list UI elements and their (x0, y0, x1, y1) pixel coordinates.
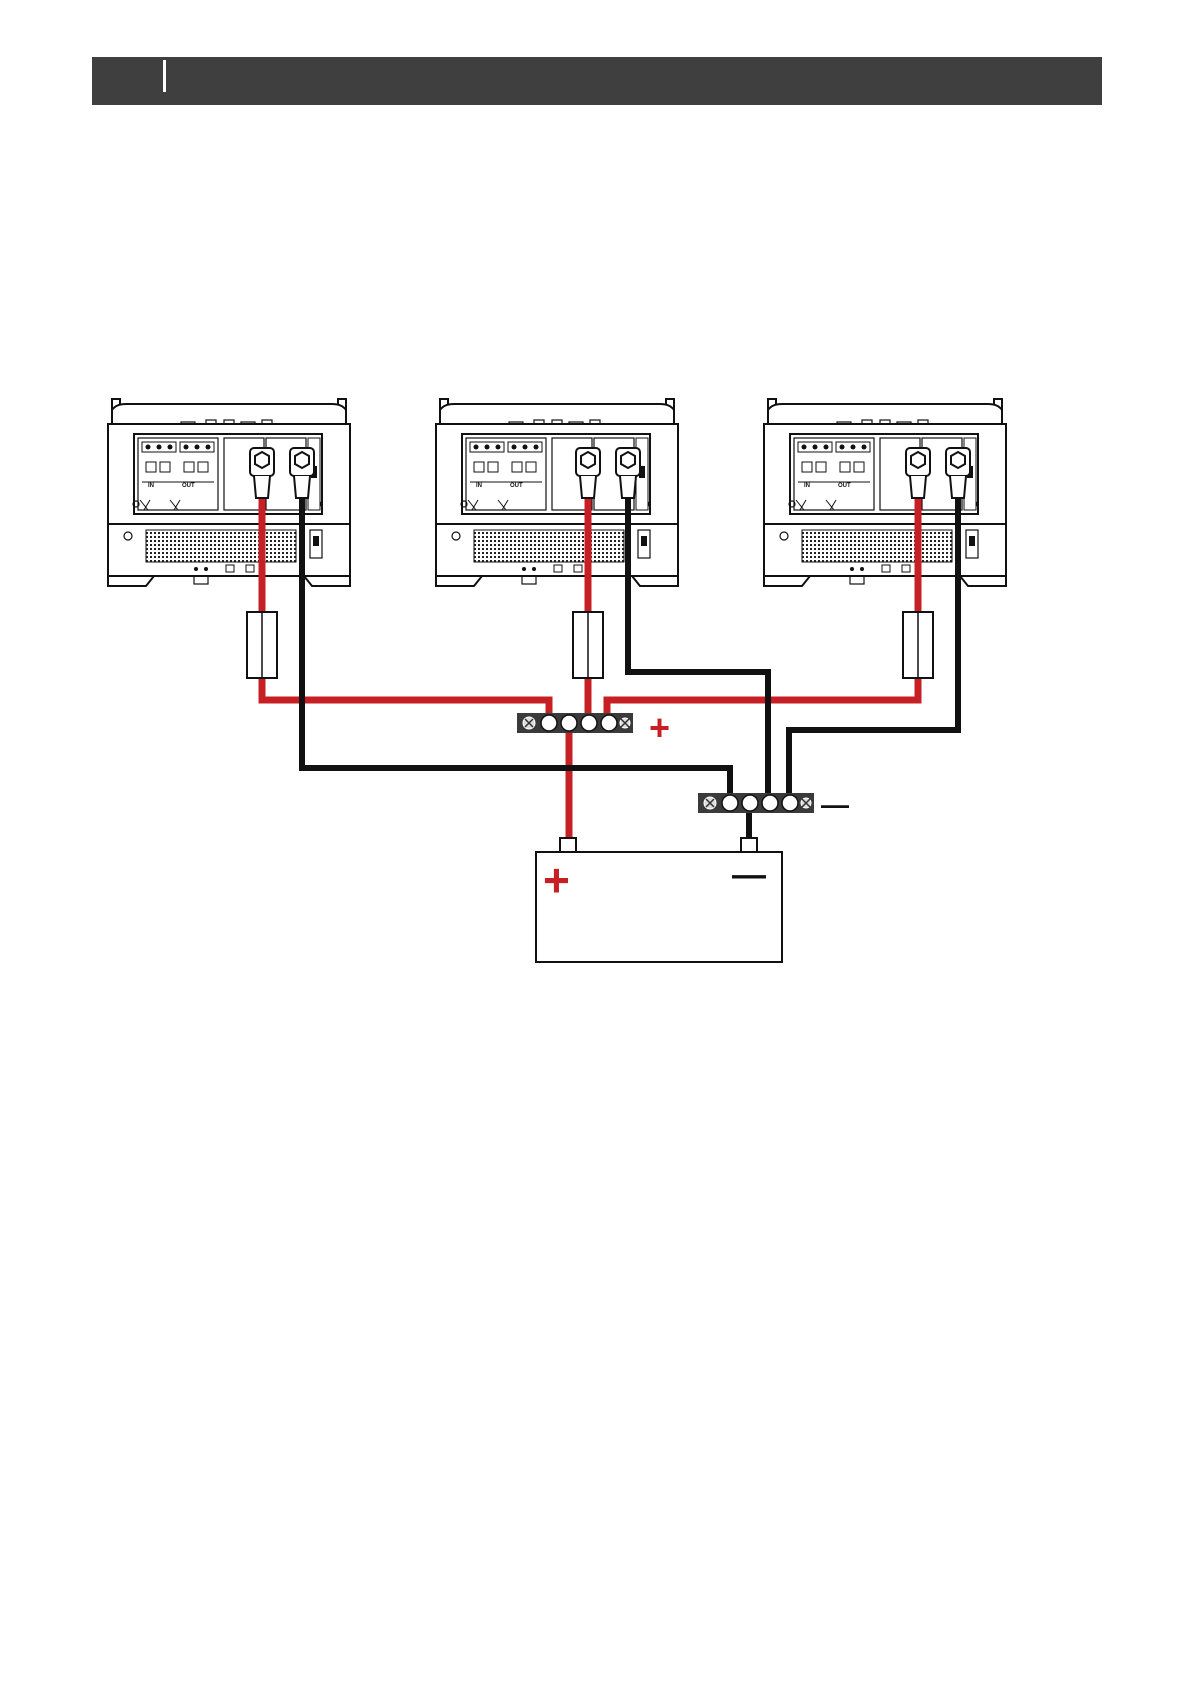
battery: + — (536, 838, 782, 962)
unit-1-in-label: IN (148, 483, 154, 489)
fuse-unit-2 (573, 612, 603, 678)
negative-busbar-symbol: — (821, 789, 849, 820)
positive-busbar-symbol: + (649, 707, 670, 748)
header-title-box (166, 57, 1102, 105)
fuse-unit-3 (903, 612, 933, 678)
unit-3-out-label: OUT (838, 483, 851, 489)
parallel-wiring-diagram: IN OUT IN OUT IN OUT + (96, 398, 1014, 970)
battery-positive-symbol: + (543, 854, 570, 906)
header-section-box (92, 57, 163, 105)
inverter-unit-1: IN OUT (108, 399, 350, 586)
fuse-unit-1 (247, 612, 277, 678)
battery-negative-symbol: — (732, 856, 766, 894)
unit-3-in-label: IN (804, 483, 810, 489)
unit-2-out-label: OUT (510, 483, 523, 489)
positive-busbar: + (517, 707, 670, 748)
page-header-bar (92, 57, 1102, 105)
unit-1-out-label: OUT (182, 483, 195, 489)
unit-2-in-label: IN (476, 483, 482, 489)
negative-busbar: — (698, 789, 849, 820)
inverter-unit-2: IN OUT (436, 399, 678, 586)
inverter-unit-3: IN OUT (764, 399, 1006, 586)
